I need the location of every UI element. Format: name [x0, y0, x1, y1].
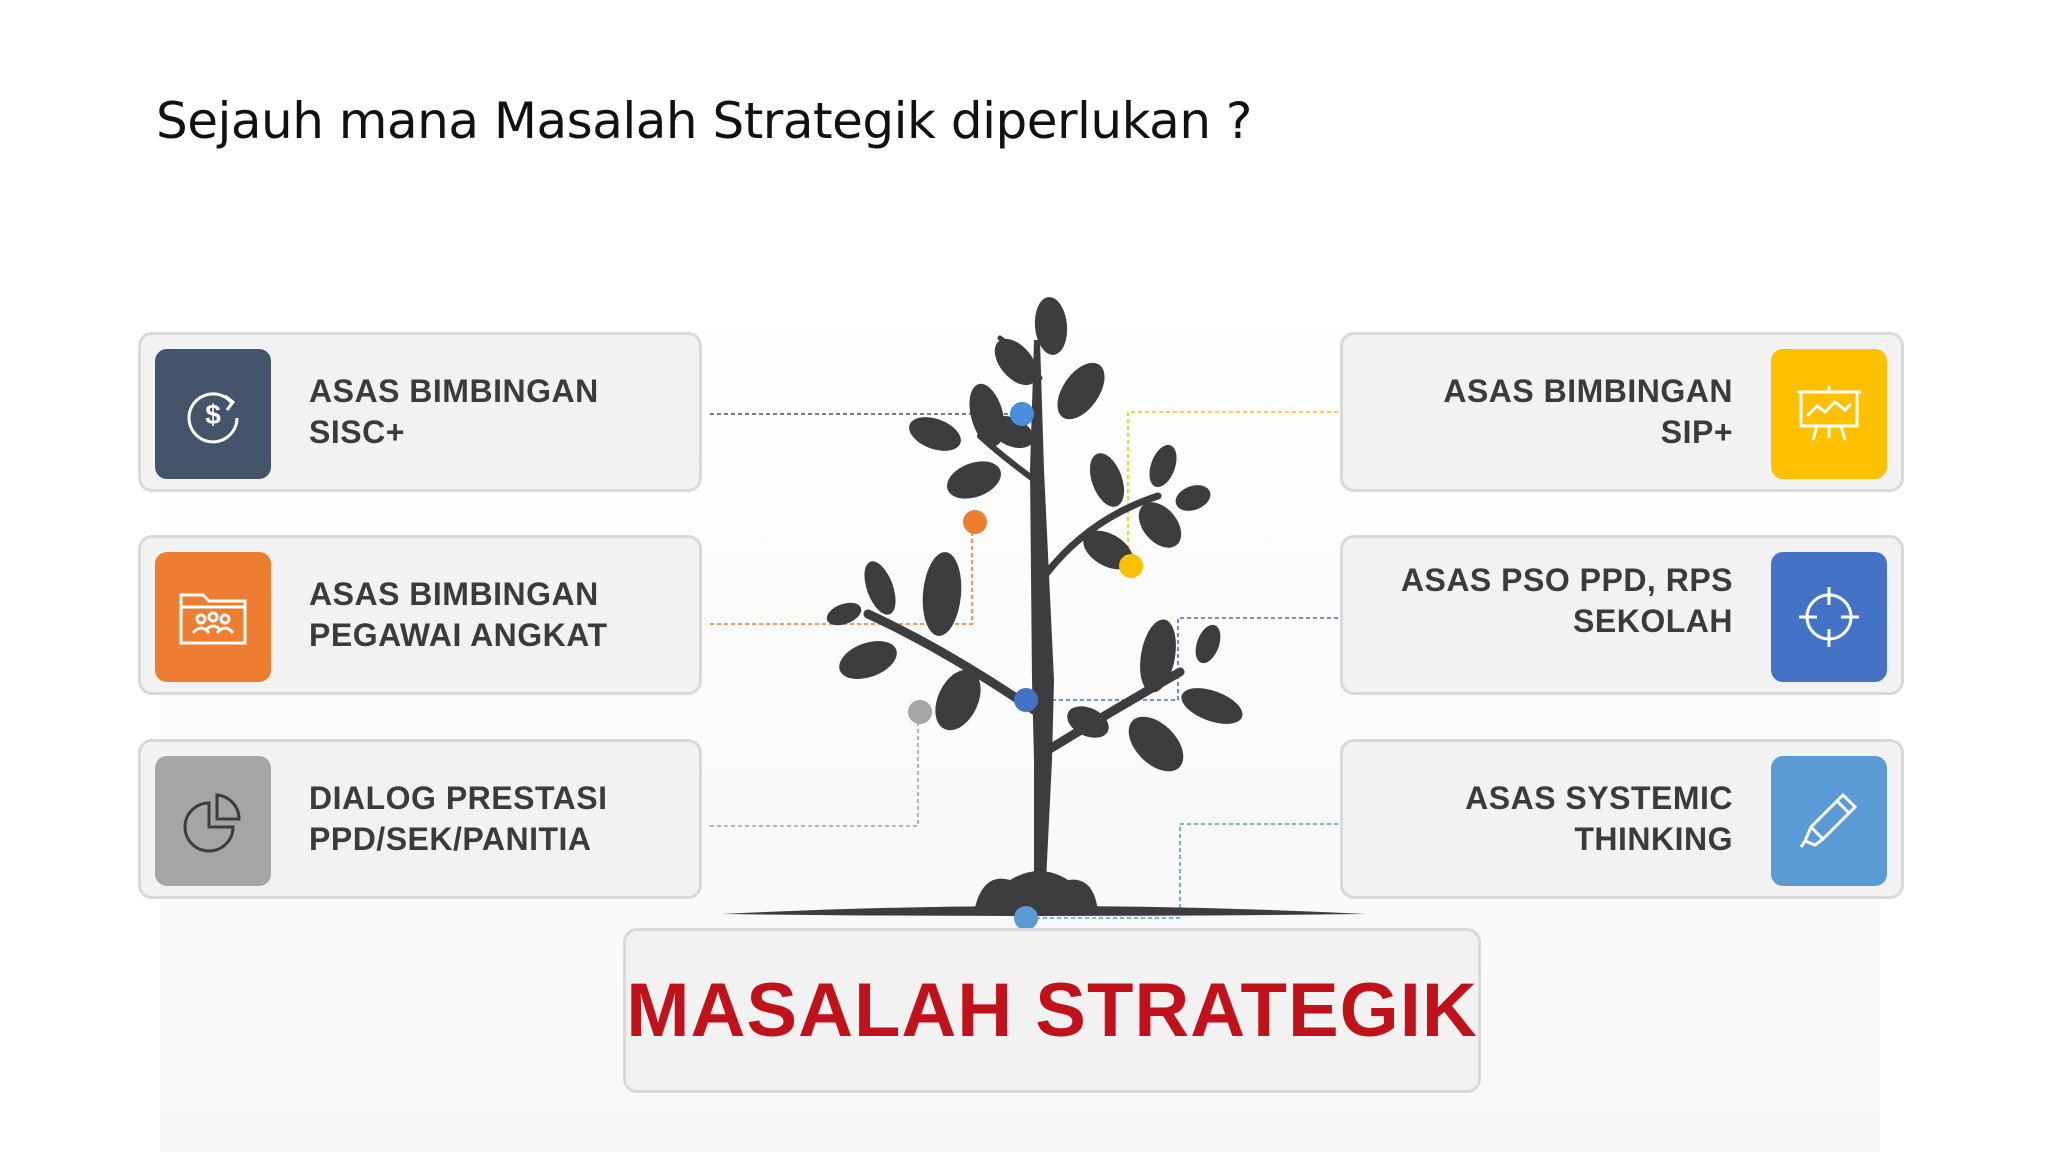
- connector-line-sip: [1127, 411, 1338, 566]
- tree-leaves: [826, 297, 1243, 772]
- dot-blue-bottom: [1014, 906, 1038, 930]
- crosshair-icon: [1771, 552, 1887, 682]
- tree-trunk: [1030, 340, 1054, 882]
- connector-line-systemic: [1026, 823, 1338, 919]
- card-label: ASAS BIMBINGAN PEGAWAI ANGKAT: [309, 576, 608, 653]
- card-label: ASAS BIMBINGAN SIP+: [1443, 373, 1733, 450]
- dot-yellow: [1119, 554, 1143, 578]
- slide-title: Sejauh mana Masalah Strategik diperlukan…: [156, 92, 1252, 150]
- card-asas-pso-ppd: ASAS PSO PPD, RPS SEKOLAH: [1340, 535, 1904, 695]
- dot-gray: [908, 700, 932, 724]
- dollar-refresh-icon: $: [155, 349, 271, 479]
- connector-line-dialog: [710, 712, 919, 827]
- connector-line-pegawai: [710, 522, 973, 625]
- svg-text:$: $: [205, 399, 221, 430]
- center-label: MASALAH STRATEGIK: [626, 968, 1478, 1053]
- pie-chart-icon: [155, 756, 271, 886]
- root-mound: [974, 871, 1098, 912]
- card-label: ASAS SYSTEMIC THINKING: [1465, 780, 1733, 857]
- card-label: ASAS BIMBINGAN SISC+: [309, 373, 599, 450]
- presentation-chart-icon: [1771, 349, 1887, 479]
- card-asas-bimbingan-pegawai: ASAS BIMBINGAN PEGAWAI ANGKAT: [138, 535, 702, 695]
- card-asas-bimbingan-sip: ASAS BIMBINGAN SIP+: [1340, 332, 1904, 492]
- dot-blue-top: [1010, 402, 1034, 426]
- people-folder-icon: [155, 552, 271, 682]
- center-label-box: MASALAH STRATEGIK: [623, 928, 1481, 1093]
- connector-line-pso: [1028, 617, 1338, 701]
- marker-pen-icon: [1771, 756, 1887, 886]
- dot-orange: [963, 510, 987, 534]
- card-asas-bimbingan-sisc: $ ASAS BIMBINGAN SISC+: [138, 332, 702, 492]
- card-asas-systemic-thinking: ASAS SYSTEMIC THINKING: [1340, 739, 1904, 899]
- dot-blue-mid: [1014, 688, 1038, 712]
- card-label: ASAS PSO PPD, RPS SEKOLAH: [1400, 562, 1733, 639]
- card-label: DIALOG PRESTASI PPD/SEK/PANITIA: [309, 780, 608, 857]
- card-dialog-prestasi: DIALOG PRESTASI PPD/SEK/PANITIA: [138, 739, 702, 899]
